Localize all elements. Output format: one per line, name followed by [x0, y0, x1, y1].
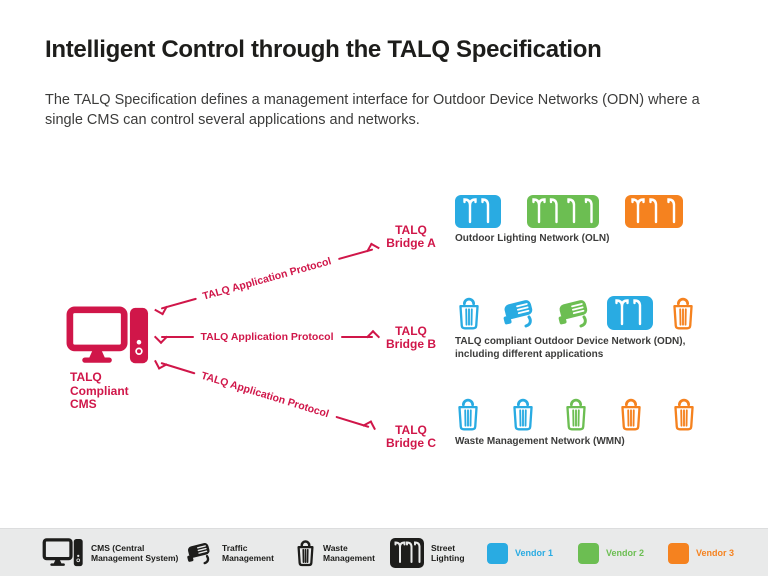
- arrow-cms-to-bridge-a: TALQ Application Protocol: [154, 238, 381, 319]
- legend-item-traffic: Traffic Management: [185, 529, 274, 576]
- streetlight-tile-vendor3-icon: [625, 195, 683, 233]
- streetlight-tile-vendor1-icon: [455, 195, 501, 233]
- arrowhead-left-icon: [153, 329, 169, 345]
- trash-bin-vendor1-icon: [455, 398, 481, 437]
- streetlight-tile-odn-vendor1-icon: [607, 296, 653, 335]
- cctv-camera-vendor1-icon: [501, 295, 539, 336]
- arrowhead-left-icon: [154, 356, 168, 370]
- bridge-c-label: TALQ Bridge C: [385, 423, 436, 450]
- cctv-camera-vendor2-icon: [556, 295, 594, 336]
- protocol-label-bottom: TALQ Application Protocol: [199, 369, 331, 421]
- trash-bin-vendor3-icon: [671, 398, 697, 437]
- legend-item-cms: CMS (Central Management System): [42, 529, 178, 576]
- trash-bin-vendor1-icon: [456, 297, 482, 336]
- vendor3-swatch: [668, 542, 689, 564]
- intro-text: The TALQ Specification defines a managem…: [45, 92, 700, 128]
- cms-legend-icon: [42, 538, 83, 567]
- arrowhead-left-icon: [154, 301, 168, 316]
- streetlight-legend-icon: [390, 538, 424, 568]
- odn-caption: TALQ compliant Outdoor Device Network (O…: [455, 336, 686, 360]
- legend-bar: CMS (Central Management System) Traffic …: [0, 528, 768, 576]
- bridge-a-label: TALQ Bridge A: [386, 223, 436, 250]
- streetlight-tile-vendor2-icon: [527, 195, 599, 233]
- protocol-label-top: TALQ Application Protocol: [201, 255, 333, 303]
- legend-item-vendor3: Vendor 3: [668, 529, 734, 576]
- legend-item-street-lighting: Street Lighting: [390, 529, 465, 576]
- legend-item-waste: Waste Management: [295, 529, 375, 576]
- trash-bin-legend-icon: [297, 539, 314, 566]
- vendor2-swatch: [578, 542, 599, 564]
- arrow-cms-to-bridge-b: TALQ Application Protocol: [153, 327, 381, 347]
- cctv-camera-legend-icon: [187, 543, 210, 565]
- legend-item-vendor2: Vendor 2: [578, 529, 644, 576]
- trash-bin-vendor3-icon: [618, 398, 644, 437]
- legend-item-vendor1: Vendor 1: [487, 529, 553, 576]
- protocol-label-middle: TALQ Application Protocol: [200, 331, 334, 343]
- vendor1-swatch: [487, 542, 508, 564]
- cms-computer-icon: [66, 306, 150, 372]
- trash-bin-vendor3-icon: [670, 297, 696, 336]
- arrow-cms-to-bridge-c: TALQ Application Protocol: [153, 352, 377, 438]
- trash-bin-vendor1-icon: [510, 398, 536, 437]
- oln-caption: Outdoor Lighting Network (OLN): [455, 233, 610, 244]
- trash-bin-vendor2-icon: [563, 398, 589, 437]
- bridge-b-label: TALQ Bridge B: [385, 324, 436, 351]
- wmn-caption: Waste Management Network (WMN): [455, 436, 625, 447]
- cms-label: TALQ Compliant CMS: [70, 370, 129, 411]
- page-title: Intelligent Control through the TALQ Spe…: [45, 36, 602, 63]
